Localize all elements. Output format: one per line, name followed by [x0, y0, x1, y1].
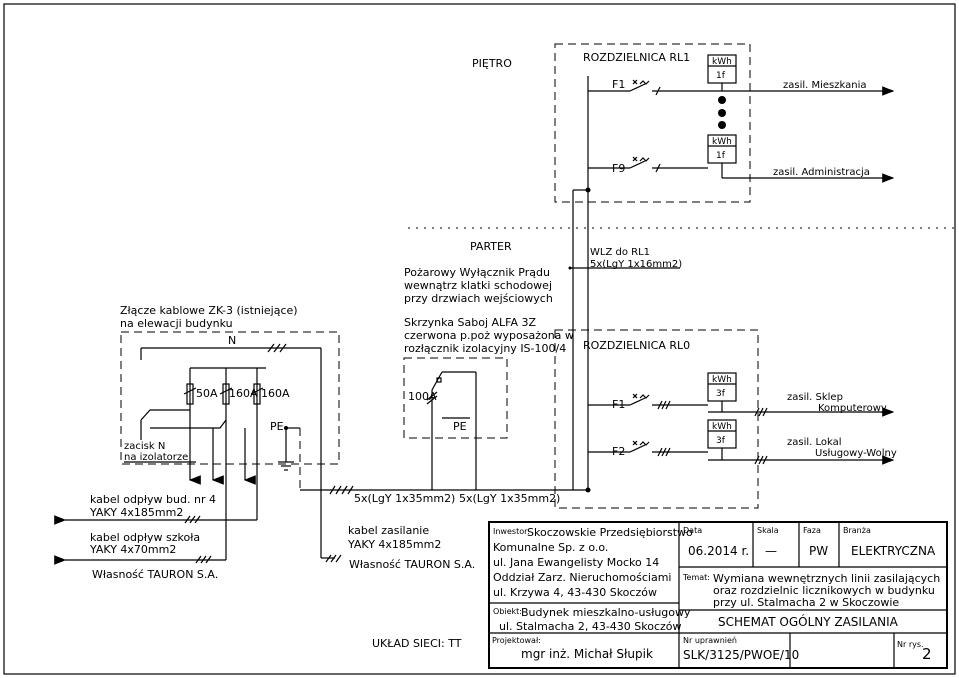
rl0-title: ROZDZIELNICA RL0 [583, 339, 690, 352]
svg-text:oraz rozdzielnic licznikowych: oraz rozdzielnic licznikowych w budynku [713, 584, 935, 597]
title-block: Inwestor: Skoczowskie Przedsiębiorstwo K… [488, 521, 948, 669]
svg-text:na izolatorze: na izolatorze [124, 452, 188, 463]
svg-text:Oddział Zarz. Nieruchomościami: Oddział Zarz. Nieruchomościami [493, 571, 671, 584]
svg-text:ELEKTRYCZNA: ELEKTRYCZNA [851, 544, 936, 558]
svg-text:Temat:: Temat: [682, 573, 710, 582]
svg-text:rozłącznik izolacyjny IS-100/4: rozłącznik izolacyjny IS-100/4 [404, 342, 566, 355]
svg-text:160A: 160A [261, 387, 290, 400]
svg-text:Obiekt:: Obiekt: [493, 607, 522, 616]
svg-text:50A: 50A [196, 387, 218, 400]
breaker-symbol-f1 [629, 79, 708, 96]
svg-text:PE: PE [453, 420, 467, 433]
fuse-50a [186, 383, 194, 405]
svg-text:Pożarowy Wyłącznik Prądu: Pożarowy Wyłącznik Prądu [404, 266, 550, 279]
svg-text:przy drzwiach wejściowych: przy drzwiach wejściowych [404, 292, 553, 305]
svg-text:Własność TAURON S.A.: Własność TAURON S.A. [92, 568, 218, 581]
breaker-symbol-f9 [629, 156, 708, 173]
svg-text:Faza: Faza [803, 526, 821, 535]
svg-text:Własność TAURON S.A.: Własność TAURON S.A. [349, 558, 475, 571]
zk3-label-1: Złącze kablowe ZK-3 (istniejące) [120, 304, 298, 317]
svg-text:N: N [228, 334, 236, 347]
svg-text:3f: 3f [716, 436, 726, 446]
rl0-group: ROZDZIELNICA RL0 F1 kWh 3f zasil. Sklep … [554, 329, 897, 509]
svg-text:PE: PE [270, 420, 284, 433]
svg-text:5x(LgY 1x35mm2): 5x(LgY 1x35mm2) [354, 492, 455, 505]
svg-text:Budynek mieszkalno-usługowy: Budynek mieszkalno-usługowy [521, 606, 691, 619]
svg-text:Skoczowskie Przedsiębiorstwo: Skoczowskie Przedsiębiorstwo [527, 526, 693, 539]
fuse-160a-1 [222, 383, 230, 405]
pwp-box [403, 357, 508, 439]
svg-text:Nr uprawnień: Nr uprawnień [683, 636, 737, 645]
svg-text:Branża: Branża [843, 526, 871, 535]
rl0-box [554, 329, 759, 509]
rl1-box [554, 43, 751, 203]
svg-text:SLK/3125/PWOE/10: SLK/3125/PWOE/10 [683, 648, 799, 662]
svg-text:kWh: kWh [712, 57, 732, 67]
svg-text:kWh: kWh [712, 137, 732, 147]
zk3-group: Złącze kablowe ZK-3 (istniejące) na elew… [120, 304, 340, 520]
rl1-f9-label: F9 [612, 162, 625, 175]
sheet-frame [3, 3, 956, 675]
svg-text:zasil. Lokal: zasil. Lokal [787, 437, 842, 448]
svg-text:ul. Stalmacha 2, 43-430 Skoczó: ul. Stalmacha 2, 43-430 Skoczów [499, 620, 682, 633]
svg-text:czerwona p.poż wyposażona w: czerwona p.poż wyposażona w [404, 329, 574, 342]
pietro-label: PIĘTRO [472, 57, 512, 70]
svg-text:YAKY 4x70mm2: YAKY 4x70mm2 [89, 543, 176, 556]
svg-text:kWh: kWh [712, 422, 732, 432]
svg-text:3f: 3f [716, 389, 726, 399]
svg-text:2: 2 [922, 645, 932, 663]
svg-text:kabel odpływ bud. nr 4: kabel odpływ bud. nr 4 [90, 493, 216, 506]
svg-text:kabel odpływ szkoła: kabel odpływ szkoła [90, 531, 200, 544]
zk3-box [120, 331, 340, 465]
out-mieszkania: zasil. Mieszkania [783, 80, 867, 91]
svg-text:SCHEMAT OGÓLNY ZASILANIA: SCHEMAT OGÓLNY ZASILANIA [718, 614, 899, 629]
svg-text:Data: Data [683, 526, 702, 535]
left-cables: kabel odpływ bud. nr 4 YAKY 4x185mm2 kab… [54, 480, 475, 650]
rl1-title: ROZDZIELNICA RL1 [583, 51, 690, 64]
svg-text:YAKY 4x185mm2: YAKY 4x185mm2 [347, 538, 441, 551]
fuse-160a-2 [253, 383, 261, 405]
svg-text:przy ul. Stalmacha 2 w Skoczow: przy ul. Stalmacha 2 w Skoczowie [713, 596, 899, 609]
svg-text:F2: F2 [612, 445, 625, 458]
rl1-f1-label: F1 [612, 78, 625, 91]
svg-text:Inwestor:: Inwestor: [493, 527, 530, 536]
wlz-label-2: 5x(LgY 1x16mm2) [590, 259, 682, 270]
rl1-group: PIĘTRO ROZDZIELNICA RL1 F1 kWh 1f zasil.… [472, 43, 895, 490]
svg-text:zasil. Sklep: zasil. Sklep [787, 392, 843, 403]
svg-text:ul. Krzywa 4, 43-430 Skoczów: ul. Krzywa 4, 43-430 Skoczów [493, 586, 657, 599]
svg-text:ul. Jana Ewangelisty Mocko 14: ul. Jana Ewangelisty Mocko 14 [493, 556, 659, 569]
out-administracja: zasil. Administracja [773, 167, 870, 178]
svg-text:160A: 160A [229, 387, 258, 400]
svg-text:wewnątrz klatki schodowej: wewnątrz klatki schodowej [404, 279, 552, 292]
svg-text:06.2014 r.: 06.2014 r. [688, 544, 749, 558]
svg-text:kabel zasilanie: kabel zasilanie [348, 524, 429, 537]
svg-text:1f: 1f [716, 71, 726, 81]
svg-text:YAKY 4x185mm2: YAKY 4x185mm2 [89, 506, 183, 519]
wlz-label-1: WLZ do RL1 [590, 247, 650, 258]
svg-text:5x(LgY 1x35mm2): 5x(LgY 1x35mm2) [459, 492, 560, 505]
svg-text:kWh: kWh [712, 375, 732, 385]
zk3-label-2: na elewacji budynku [120, 317, 233, 330]
svg-text:Projektował:: Projektował: [492, 636, 541, 645]
svg-text:Skala: Skala [757, 526, 779, 535]
svg-text:—: — [765, 544, 777, 558]
svg-text:zacisk N: zacisk N [124, 441, 165, 452]
svg-text:F1: F1 [612, 398, 625, 411]
svg-text:Skrzynka Saboj ALFA 3Z: Skrzynka Saboj ALFA 3Z [404, 316, 537, 329]
svg-text:Usługowy-Wolny: Usługowy-Wolny [815, 448, 897, 459]
svg-text:Komunalne Sp. z o.o.: Komunalne Sp. z o.o. [493, 541, 608, 554]
svg-text:Wymiana wewnętrznych linii zas: Wymiana wewnętrznych linii zasilających [713, 572, 940, 585]
svg-text:mgr inż. Michał Słupik: mgr inż. Michał Słupik [521, 647, 653, 661]
svg-text:1f: 1f [716, 151, 726, 161]
pwp-group: Pożarowy Wyłącznik Prądu wewnątrz klatki… [403, 266, 574, 490]
svg-text:Nr rys.: Nr rys. [897, 640, 924, 649]
parter-label: PARTER [470, 240, 512, 253]
svg-text:PW: PW [809, 544, 828, 558]
svg-text:Komputerowy: Komputerowy [818, 403, 887, 414]
svg-text:100A: 100A [408, 390, 437, 403]
svg-text:UKŁAD SIECI: TT: UKŁAD SIECI: TT [372, 637, 462, 650]
